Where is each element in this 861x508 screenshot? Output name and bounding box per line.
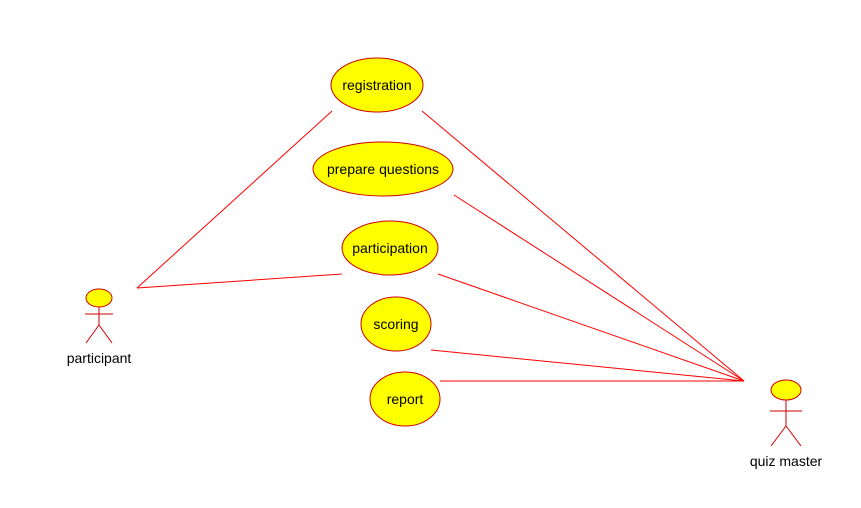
use-case-label: report bbox=[387, 391, 424, 407]
use-case-ellipse bbox=[369, 371, 441, 427]
actor-quiz-master[interactable]: quiz master bbox=[750, 379, 823, 469]
use-case-ellipse bbox=[330, 57, 424, 113]
use-case-prepare-questions[interactable]: prepare questions bbox=[312, 141, 454, 197]
actor-left-leg bbox=[85, 324, 100, 344]
use-case-scoring[interactable]: scoring bbox=[360, 296, 432, 352]
use-case-label: scoring bbox=[373, 316, 418, 332]
assoc-quizmaster-participation bbox=[437, 273, 745, 382]
use-case-label: participation bbox=[352, 240, 428, 256]
actor-label: participant bbox=[67, 350, 132, 366]
use-case-participation[interactable]: participation bbox=[341, 220, 439, 276]
actor-left-leg bbox=[770, 425, 787, 447]
actor-label: quiz master bbox=[750, 453, 823, 469]
use-case-report[interactable]: report bbox=[369, 371, 441, 427]
actor-right-leg bbox=[98, 324, 113, 344]
actor-participant[interactable]: participant bbox=[67, 288, 132, 366]
use-case-label: prepare questions bbox=[327, 161, 439, 177]
use-case-ellipse bbox=[341, 220, 439, 276]
actor-right-leg bbox=[785, 425, 802, 447]
use-case-registration[interactable]: registration bbox=[330, 57, 424, 113]
assoc-quizmaster-scoring bbox=[430, 349, 745, 382]
associations bbox=[136, 110, 745, 382]
actor-head-icon bbox=[770, 379, 802, 401]
use-case-ellipse bbox=[312, 141, 454, 197]
assoc-participant-participation bbox=[136, 273, 343, 289]
assoc-participant-registration bbox=[136, 110, 333, 289]
assoc-quizmaster-registration bbox=[421, 110, 745, 382]
use-case-ellipse bbox=[360, 296, 432, 352]
assoc-quizmaster-prepare-questions bbox=[453, 194, 745, 382]
actor-head-icon bbox=[85, 288, 113, 308]
use-case-label: registration bbox=[342, 77, 411, 93]
